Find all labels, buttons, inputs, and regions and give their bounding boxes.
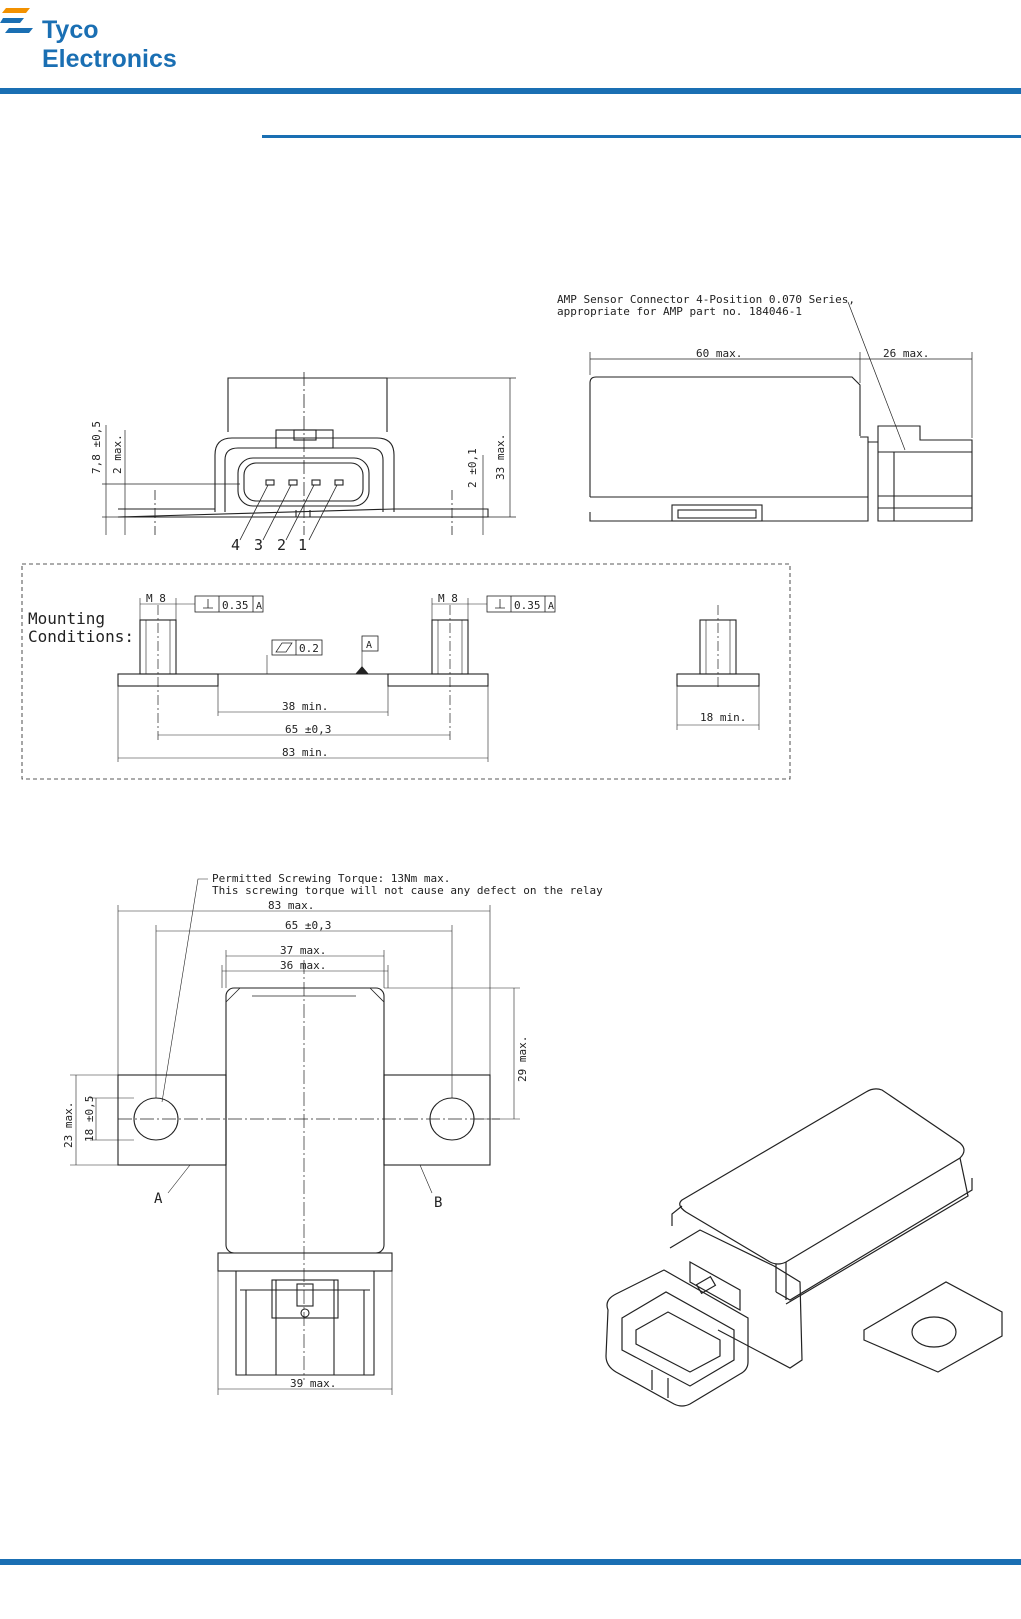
perp-tol-right: 0.35 [514,599,541,612]
logo-stripes-icon [0,8,33,33]
side-view [589,301,973,522]
dim-60-max: 60 max. [696,347,742,360]
mounting-title-line-2: Conditions: [28,627,134,646]
datum-ref-right: A [548,601,554,612]
dim-7-8: 7,8 ±0,5 [90,421,103,474]
perp-tol-left: 0.35 [222,599,249,612]
label-b: B [434,1195,442,1211]
label-a: A [154,1191,163,1207]
dim-18-tol: 18 ±0,5 [83,1096,96,1142]
dim-2-max: 2 max. [111,434,124,474]
pin-label-4: 4 [231,536,240,554]
dim-2-tol: 2 ±0,1 [466,448,479,488]
header-rule [0,88,1021,94]
torque-note-line-1: Permitted Screwing Torque: 13Nm max. [212,872,450,885]
footer-rule [0,1559,1021,1565]
dim-37-max: 37 max. [280,944,326,957]
dim-65-top: 65 ±0,3 [285,919,331,932]
isometric-relay-view [605,1088,1003,1407]
dim-38-min: 38 min. [282,700,328,713]
tyco-logo: Tyco Electronics [0,0,200,80]
thread-right: M 8 [438,592,458,605]
datum-ref-left: A [256,601,262,612]
mounting-conditions-box [21,563,791,780]
pin-label-2: 2 [277,536,286,554]
dim-83-max: 83 max. [268,899,314,912]
thread-left: M 8 [146,592,166,605]
dim-83-min: 83 min. [282,746,328,759]
datum-a: A [366,640,372,651]
front-view [102,372,516,541]
dim-36-max: 36 max. [280,959,326,972]
pin-label-3: 3 [254,536,263,554]
logo-line-2: Electronics [42,45,177,73]
dim-33-max: 33 max. [494,434,507,480]
connector-note-line-2: appropriate for AMP part no. 184046-1 [557,305,802,318]
dim-29-max: 29 max. [516,1036,529,1082]
dim-23-max: 23 max. [62,1102,75,1148]
dim-65-tol: 65 ±0,3 [285,723,331,736]
dim-39-max: 39 max. [290,1377,336,1390]
connector-note-line-1: AMP Sensor Connector 4-Position 0.070 Se… [557,293,855,306]
torque-note-line-2: This screwing torque will not cause any … [212,884,603,897]
sub-header-rule [262,135,1021,138]
top-view [70,878,520,1395]
dim-18-min: 18 min. [700,711,746,724]
mounting-title-line-1: Mounting [28,609,105,628]
dim-26-max: 26 max. [883,347,929,360]
pin-label-1: 1 [298,536,307,554]
flatness-tol: 0.2 [299,642,319,655]
logo-line-1: Tyco [42,16,99,44]
